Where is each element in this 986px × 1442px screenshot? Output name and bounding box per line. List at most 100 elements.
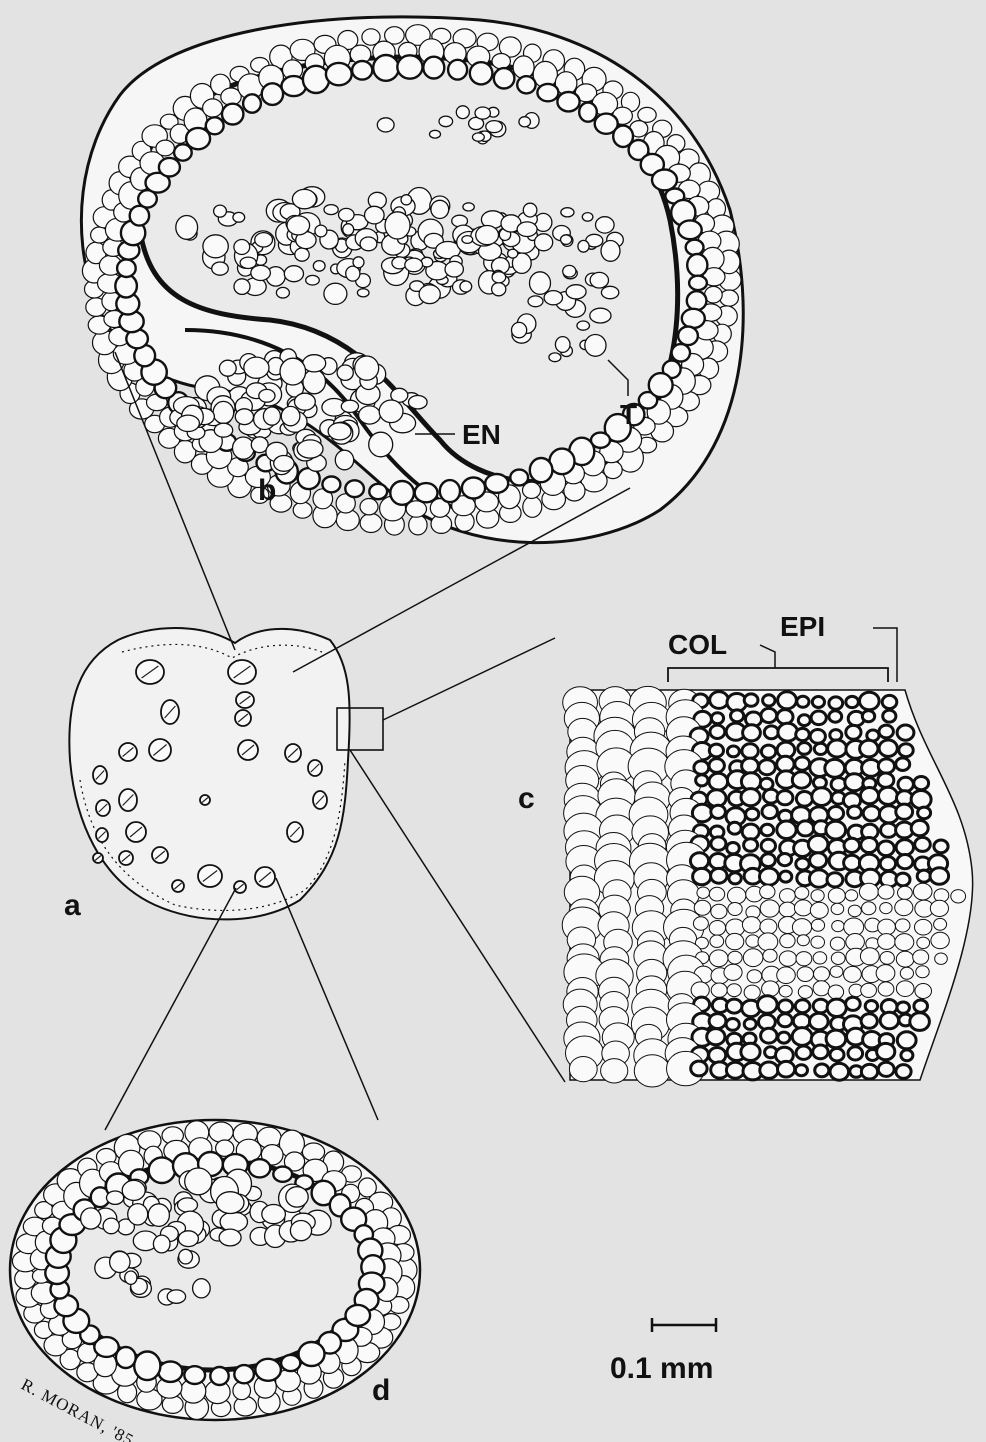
xylem-cell bbox=[212, 262, 229, 275]
xylem-cell bbox=[276, 287, 289, 298]
tissue-cell bbox=[913, 950, 929, 964]
tissue-cell bbox=[878, 841, 894, 856]
xylem-cell bbox=[517, 222, 537, 237]
tissue-cell bbox=[916, 966, 929, 978]
tissue-cell bbox=[744, 694, 758, 706]
xylem-cell bbox=[167, 1290, 185, 1303]
tissue-cell bbox=[696, 775, 708, 786]
xylem-cell bbox=[287, 216, 310, 235]
tissue-cell bbox=[763, 695, 775, 706]
xylem-cell bbox=[125, 1271, 137, 1284]
cortex-cell bbox=[328, 423, 351, 440]
xylem-cell bbox=[357, 289, 369, 297]
tissue-cell bbox=[763, 949, 777, 962]
xylem-cell bbox=[519, 117, 531, 127]
tissue-cell bbox=[878, 759, 894, 773]
tissue-cell bbox=[917, 937, 930, 948]
tissue-cell bbox=[898, 777, 913, 791]
tissue-cell bbox=[742, 758, 759, 773]
xylem-cell bbox=[590, 308, 611, 323]
tissue-cell bbox=[741, 789, 760, 806]
xylem-cell bbox=[262, 1205, 286, 1224]
tissue-cell bbox=[859, 883, 878, 900]
cortex-cell bbox=[686, 240, 704, 255]
tissue-cell bbox=[813, 1045, 828, 1059]
xylem-cell bbox=[530, 272, 551, 295]
xylem-cell bbox=[185, 1168, 212, 1195]
label-epidermis: EPI bbox=[780, 611, 825, 642]
xylem-cell bbox=[324, 205, 338, 215]
tissue-cell bbox=[845, 774, 864, 791]
cortex-cell bbox=[233, 437, 255, 459]
tissue-cell bbox=[813, 981, 830, 996]
cortex-cell bbox=[130, 206, 149, 226]
xylem-cell bbox=[596, 217, 615, 233]
tissue-cell bbox=[779, 985, 792, 997]
cortex-cell bbox=[274, 456, 294, 472]
tissue-cell bbox=[828, 740, 847, 757]
tissue-cell bbox=[728, 903, 742, 916]
tissue-cell bbox=[760, 868, 779, 885]
tissue-cell bbox=[898, 886, 913, 899]
cortex-cell bbox=[234, 1365, 254, 1383]
tissue-cell bbox=[711, 983, 727, 997]
cortex-cell bbox=[149, 1157, 175, 1183]
xylem-cell bbox=[81, 1208, 101, 1229]
cortex-cell bbox=[720, 290, 739, 306]
xylem-cell bbox=[566, 285, 586, 299]
tissue-cell bbox=[709, 759, 724, 773]
tissue-cell bbox=[830, 966, 843, 977]
xylem-cell bbox=[234, 279, 250, 295]
panel-c-cells bbox=[562, 686, 965, 1087]
scale-bar bbox=[652, 1318, 716, 1332]
cortex-cell bbox=[409, 515, 427, 535]
xylem-cell bbox=[460, 281, 472, 292]
tissue-cell bbox=[811, 890, 824, 902]
tissue-cell bbox=[897, 855, 913, 869]
cortex-cell bbox=[369, 484, 387, 499]
tissue-cell bbox=[798, 986, 812, 999]
tissue-cell bbox=[826, 821, 846, 839]
tissue-cell bbox=[760, 919, 777, 934]
tissue-cell bbox=[710, 692, 729, 709]
xylem-cell bbox=[578, 240, 589, 252]
cortex-cell bbox=[263, 407, 280, 425]
tissue-cell bbox=[934, 840, 948, 853]
cortex-cell bbox=[373, 55, 399, 81]
tissue-cell bbox=[860, 740, 878, 757]
tissue-cell bbox=[860, 692, 880, 710]
cortex-cell bbox=[390, 481, 414, 505]
tissue-cell bbox=[761, 854, 775, 867]
xylem-cell bbox=[343, 224, 354, 236]
cortex-cell bbox=[448, 60, 467, 80]
tissue-cell bbox=[913, 883, 932, 900]
cortex-cell bbox=[209, 1122, 233, 1142]
tissue-cell bbox=[778, 854, 792, 866]
xylem-cell bbox=[295, 248, 309, 261]
tissue-cell bbox=[728, 822, 741, 834]
cortex-cell bbox=[281, 406, 300, 425]
tissue-cell bbox=[848, 806, 862, 818]
cortex-cell bbox=[341, 400, 358, 412]
xylem-cell bbox=[178, 1231, 198, 1247]
tissue-cell bbox=[796, 792, 812, 807]
tissue-cell bbox=[778, 1061, 795, 1077]
cortex-cell bbox=[345, 480, 364, 497]
tissue-cell bbox=[935, 953, 948, 964]
xylem-cell bbox=[214, 205, 227, 217]
xylem-cell bbox=[313, 261, 325, 272]
xylem-cell bbox=[360, 237, 377, 251]
xylem-cell bbox=[233, 212, 245, 222]
cortex-cell bbox=[579, 103, 597, 122]
tissue-cell bbox=[726, 1019, 739, 1031]
tissue-cell bbox=[896, 1065, 911, 1079]
tissue-cell bbox=[798, 715, 810, 726]
tissue-cell bbox=[690, 853, 708, 869]
cortex-cell bbox=[134, 1352, 160, 1381]
tissue-cell bbox=[844, 966, 862, 982]
tissue-cell bbox=[812, 697, 824, 708]
xylem-cell bbox=[292, 189, 316, 208]
cortex-cell bbox=[280, 358, 306, 385]
cortex-cell bbox=[346, 1305, 371, 1326]
cortex-cell bbox=[206, 117, 224, 134]
